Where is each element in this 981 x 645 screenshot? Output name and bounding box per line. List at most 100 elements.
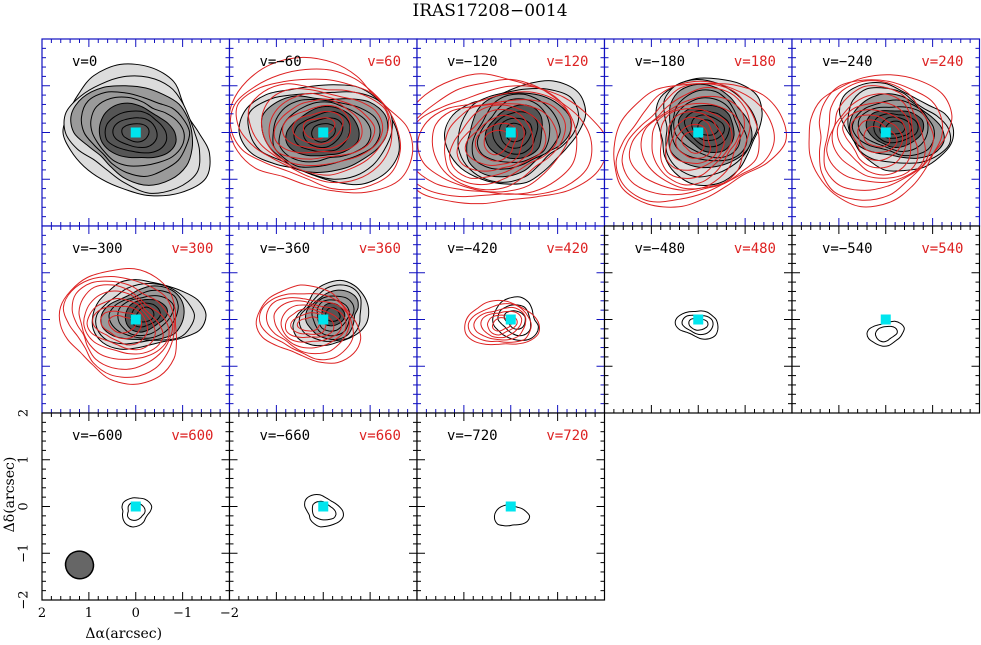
red-contour xyxy=(265,297,350,355)
red-contour xyxy=(857,119,898,154)
red-contour xyxy=(71,280,174,370)
y-axis-label: Δδ(arcsec) xyxy=(2,457,18,533)
red-contour xyxy=(665,111,725,171)
red-contour xyxy=(280,304,343,343)
red-contour xyxy=(621,83,760,196)
red-velocity-label: v=540 xyxy=(921,241,963,257)
x-tick-label: 2 xyxy=(38,606,46,621)
red-contour xyxy=(669,116,718,165)
blue-velocity-label: v=−240 xyxy=(822,54,873,70)
channel-panel: v=−660 v=660 xyxy=(228,412,418,601)
red-contour xyxy=(417,85,578,195)
red-contour xyxy=(473,306,527,341)
blue-contour xyxy=(866,320,905,347)
panel-contours xyxy=(58,267,207,385)
red-contour xyxy=(78,284,170,360)
nucleus-marker xyxy=(505,314,516,325)
red-contour xyxy=(92,305,149,346)
x-tick-label: 0 xyxy=(132,606,140,621)
nucleus-marker xyxy=(130,314,141,325)
blue-velocity-label: v=−600 xyxy=(72,428,123,444)
red-contour xyxy=(850,114,904,161)
red-contour xyxy=(273,300,347,349)
red-contour xyxy=(108,314,136,334)
red-contour xyxy=(62,275,175,378)
panel-contours xyxy=(229,56,414,194)
x-tick-label: −2 xyxy=(220,606,239,621)
blue-contour xyxy=(126,501,146,521)
beam-ellipse xyxy=(64,550,95,580)
blue-contour xyxy=(503,310,526,330)
channel-panel: v=−420 v=420 xyxy=(416,225,606,414)
red-contour xyxy=(229,56,414,194)
red-contour xyxy=(628,87,751,191)
channel-panel: v=−240 v=240 xyxy=(791,38,981,227)
channel-panel: v=−540 v=540 xyxy=(791,225,981,414)
red-contour xyxy=(255,284,362,364)
channel-panel: v=−360 v=360 xyxy=(228,225,418,414)
red-contour xyxy=(444,103,558,186)
blue-velocity-label: v=−180 xyxy=(635,54,686,70)
y-tick-label: −2 xyxy=(17,590,32,609)
nucleus-marker xyxy=(505,127,516,138)
channel-panel: v=−300 v=300 xyxy=(41,225,231,414)
red-contour xyxy=(826,85,926,183)
red-contour xyxy=(290,312,327,335)
nucleus-marker xyxy=(693,314,704,325)
red-contour xyxy=(100,310,143,340)
blue-velocity-label: v=−300 xyxy=(72,241,123,257)
channel-panel: v=0 xyxy=(41,38,231,227)
red-contour xyxy=(284,308,335,338)
red-velocity-label: v=360 xyxy=(359,241,401,257)
y-tick-label: 1 xyxy=(17,456,32,464)
red-contour xyxy=(259,293,354,361)
blue-velocity-label: v=−60 xyxy=(260,54,302,70)
channel-panel: v=−600 v=600 xyxy=(41,412,231,601)
red-contour xyxy=(268,92,376,160)
red-contour xyxy=(491,317,512,332)
blue-velocity-label: v=−660 xyxy=(260,428,311,444)
red-contour xyxy=(431,99,566,191)
blue-contour xyxy=(493,504,531,527)
red-contour xyxy=(842,109,908,169)
red-contour xyxy=(261,88,384,167)
red-velocity-label: v=240 xyxy=(921,54,963,70)
red-contour xyxy=(456,109,534,172)
nucleus-marker xyxy=(505,501,516,512)
red-velocity-label: v=120 xyxy=(546,54,588,70)
red-velocity-label: v=660 xyxy=(359,428,401,444)
red-contour xyxy=(480,310,523,339)
y-tick-label: 0 xyxy=(17,502,32,510)
blue-velocity-label: v=−540 xyxy=(822,241,873,257)
blue-velocity-label: v=−480 xyxy=(635,241,686,257)
red-velocity-label: v=300 xyxy=(171,241,213,257)
red-contour xyxy=(831,93,919,179)
red-velocity-label: v=420 xyxy=(546,241,588,257)
red-contour xyxy=(467,303,532,343)
red-velocity-label: v=600 xyxy=(171,428,213,444)
nucleus-marker xyxy=(130,127,141,138)
panel-contours xyxy=(613,77,787,208)
x-axis-label: Δα(arcsec) xyxy=(85,626,162,642)
blue-contour xyxy=(674,310,719,340)
nucleus-marker xyxy=(130,501,141,512)
red-contour xyxy=(483,129,512,156)
blue-contour xyxy=(121,497,153,528)
red-contour xyxy=(292,110,344,145)
blue-contour xyxy=(304,494,344,528)
blue-contour xyxy=(497,304,532,337)
red-velocity-label: v=720 xyxy=(546,428,588,444)
red-contour xyxy=(474,122,518,162)
blue-velocity-label: v=−420 xyxy=(447,241,498,257)
blue-contour xyxy=(874,325,898,343)
panel-contours xyxy=(866,320,905,347)
panel-contours xyxy=(255,279,370,364)
blue-velocity-label: v=−360 xyxy=(260,241,311,257)
red-contour xyxy=(229,68,402,191)
